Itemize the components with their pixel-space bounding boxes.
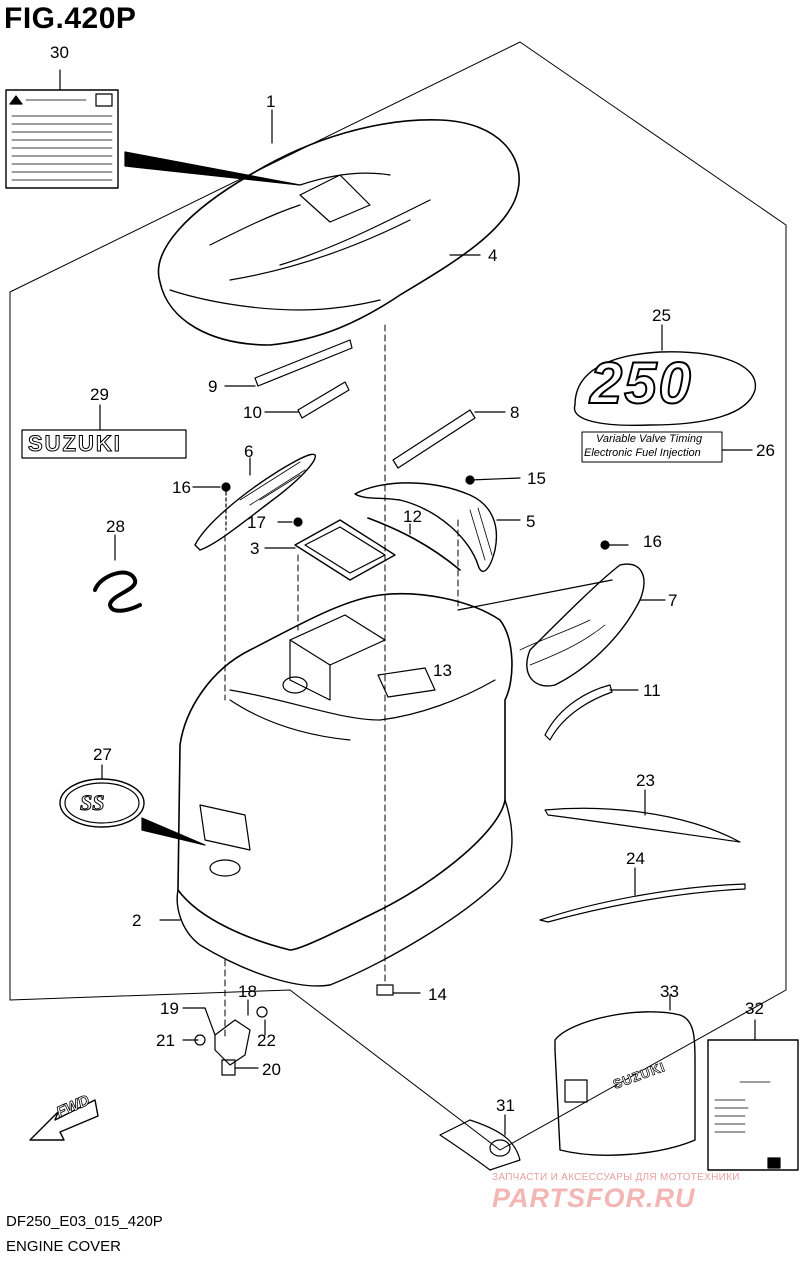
part-1-top-cover xyxy=(157,109,520,346)
assembly-frame xyxy=(9,41,787,1151)
callout-32: 32 xyxy=(745,999,764,1018)
part-28-s-emblem xyxy=(93,534,142,613)
part-17-screw xyxy=(277,517,303,527)
part-9-seal xyxy=(224,339,353,387)
callout-30: 30 xyxy=(50,43,69,62)
callout-14: 14 xyxy=(428,985,447,1004)
callout-2: 2 xyxy=(132,911,142,930)
callout-7: 7 xyxy=(668,591,678,610)
decal-suzuki-text: SUZUKI xyxy=(28,431,122,457)
callout-4: 4 xyxy=(488,246,498,265)
part-31-bag xyxy=(439,1114,521,1171)
callout-1: 1 xyxy=(266,92,276,111)
callout-10: 10 xyxy=(243,403,262,422)
callout-5: 5 xyxy=(526,512,536,531)
callout-20: 20 xyxy=(262,1060,281,1079)
callout-19: 19 xyxy=(160,999,179,1018)
callout-12: 12 xyxy=(403,507,422,526)
decal-250-text: 250 xyxy=(589,350,693,417)
figure-code: DF250_E03_015_420P xyxy=(6,1213,163,1230)
part-25-250-badge xyxy=(573,324,757,427)
callout-24: 24 xyxy=(626,849,645,868)
callout-26: 26 xyxy=(756,441,775,460)
callout-21: 21 xyxy=(156,1031,175,1050)
part-24-stripe xyxy=(539,867,746,923)
part-2-lower-cowling xyxy=(159,592,513,987)
part-29-suzuki-decal xyxy=(21,429,187,459)
callout-8: 8 xyxy=(510,403,520,422)
part-26-vvt-decal xyxy=(581,431,723,463)
callout-16b: 16 xyxy=(643,532,662,551)
part-33-cover xyxy=(554,994,696,1156)
part-27-ss-badge xyxy=(59,764,206,846)
part-11-seal xyxy=(544,684,639,741)
callout-28: 28 xyxy=(106,517,125,536)
part-23-stripe xyxy=(544,789,741,843)
callout-11: 11 xyxy=(643,681,661,700)
callout-27: 27 xyxy=(93,745,112,764)
callout-15: 15 xyxy=(527,469,546,488)
callout-25: 25 xyxy=(652,306,671,325)
callout-31: 31 xyxy=(496,1096,515,1115)
part-6-left-intake xyxy=(192,453,316,551)
callout-17: 17 xyxy=(247,513,266,532)
part-32-manual xyxy=(707,1019,799,1171)
fwd-arrow xyxy=(29,1099,99,1141)
callout-18: 18 xyxy=(238,982,257,1001)
callout-9: 9 xyxy=(208,377,218,396)
part-10-seal xyxy=(264,381,350,419)
decal-vvt-line2: Electronic Fuel Injection xyxy=(584,447,701,459)
callout-6: 6 xyxy=(244,442,254,461)
part-30-warning-label xyxy=(5,69,301,189)
figure-name: ENGINE COVER xyxy=(6,1238,122,1255)
decal-vvt-line1: Variable Valve Timing xyxy=(596,433,703,445)
part-19-bracket xyxy=(182,999,268,1076)
figure-title: FIG.420P xyxy=(4,2,137,35)
callout-29: 29 xyxy=(90,385,109,404)
callout-22: 22 xyxy=(257,1031,276,1050)
callout-3: 3 xyxy=(250,539,260,558)
part-3-gasket xyxy=(264,519,396,581)
callout-23: 23 xyxy=(636,771,655,790)
part-8-seal xyxy=(392,409,506,469)
part-14-bolt xyxy=(376,984,421,996)
part-7-side-intake xyxy=(457,540,666,687)
callout-33: 33 xyxy=(660,982,679,1001)
decal-ss-text: SS xyxy=(79,790,105,816)
callout-13: 13 xyxy=(433,661,452,680)
watermark-logo: PARTSFOR.RU xyxy=(492,1183,696,1213)
part-12-seal xyxy=(367,517,461,571)
callout-16: 16 xyxy=(172,478,191,497)
watermark-caption: ЗАПЧАСТИ И АКСЕССУАРЫ ДЛЯ МОТОТЕХНИКИ xyxy=(492,1172,740,1183)
part-5-right-intake xyxy=(354,475,521,572)
